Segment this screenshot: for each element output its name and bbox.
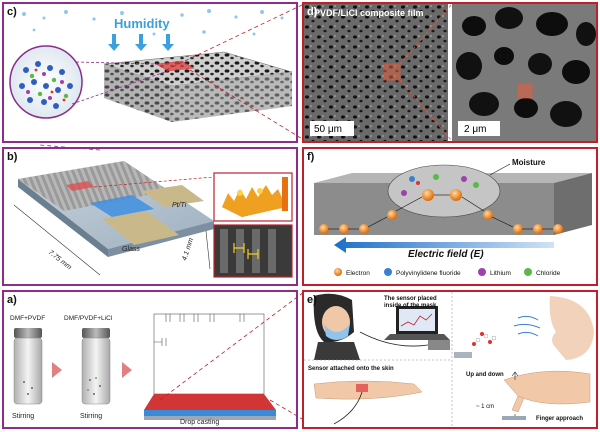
- mask-note-line1: The sensor placed: [384, 296, 437, 302]
- panel-d-label: d): [307, 6, 318, 18]
- measurement-box: [359, 331, 450, 350]
- legend-electron: Electron: [346, 270, 370, 277]
- face-breathing: [454, 296, 594, 360]
- sem-high-magnification: 2 μm: [452, 4, 596, 141]
- panel-e-label: e): [307, 294, 317, 306]
- step2-solution-label: DMF/PVDF+LiCl: [64, 315, 113, 322]
- dimension-x-label: 7.75 mm: [47, 249, 73, 271]
- legend-lithium: Lithium: [490, 270, 511, 277]
- afm-inset: [213, 172, 293, 222]
- sem-electrode-inset: [213, 224, 293, 278]
- step1-solution-label: DMF+PVDF: [10, 315, 45, 322]
- electric-field-arrow: [334, 237, 554, 253]
- panel-a: DMF+PVDF Stirring DMF/PVDF+LiCl Stirring: [2, 290, 298, 429]
- moisture-label: Moisture: [512, 158, 546, 167]
- sem-title: PVDF/LiCl composite film: [314, 8, 424, 18]
- porous-film-block: [103, 51, 293, 122]
- panel-d: 50 μm 2 μm PVDF/LiCl composite film d): [302, 2, 598, 143]
- process-arrow-2: [122, 362, 132, 378]
- film-slab: [314, 164, 592, 235]
- legend: Electron Polyvinylidene fluoride Lithium…: [334, 268, 561, 277]
- hand-finger: [502, 370, 591, 420]
- electron-carriers: [319, 189, 563, 234]
- legend-chloride-icon: [524, 268, 532, 276]
- pt-ti-label: Pt/Ti: [172, 202, 187, 209]
- electrode-substrate: [18, 161, 214, 257]
- molecular-zoom-circle: [9, 45, 83, 119]
- panel-b: Pt/Ti Glass 7.75 mm 4.1 mm b): [2, 147, 298, 286]
- panel-b-illustration: Pt/Ti Glass 7.75 mm 4.1 mm: [13, 161, 293, 278]
- finger-note: Finger approach: [536, 416, 583, 422]
- panel-a-illustration: DMF+PVDF Stirring DMF/PVDF+LiCl Stirring: [10, 313, 276, 426]
- humidity-arrows: [108, 34, 174, 51]
- legend-lithium-icon: [478, 268, 486, 276]
- panel-d-sem-images: 50 μm 2 μm PVDF/LiCl composite film: [304, 3, 596, 142]
- arm-with-sensor: [313, 380, 423, 425]
- panel-b-label: b): [7, 151, 18, 163]
- legend-chloride: Chloride: [536, 270, 561, 277]
- laptop: [384, 306, 450, 340]
- circuit-diagram: [153, 313, 265, 395]
- panel-e: The sensor placed inside of the mask Sen…: [302, 290, 598, 429]
- electron-hops: [328, 194, 553, 230]
- up-down-note: Up and down: [466, 372, 504, 378]
- panel-c: Humidity: [2, 2, 298, 143]
- legend-pvdf: Polyvinylidene fluoride: [396, 270, 461, 277]
- panel-f-label: f): [307, 151, 315, 163]
- dimension-y-label: 4.1 mm: [181, 237, 195, 262]
- scale-bar-2um: 2 μm: [464, 124, 486, 135]
- panel-f-mechanism: Moisture Electric field (E) Electron: [314, 158, 592, 277]
- process-arrow-1: [52, 362, 62, 378]
- moisture-pointer: [489, 163, 511, 176]
- distance-note: ~ 1 cm: [476, 404, 494, 410]
- glass-label: Glass: [122, 246, 140, 253]
- step3-action-label: Drop casting: [180, 419, 219, 426]
- panel-a-label: a): [7, 294, 17, 306]
- scale-bar-50um: 50 μm: [314, 124, 342, 135]
- mask-note-line2: inside of the mask: [384, 303, 437, 309]
- vial-1: [13, 328, 43, 405]
- sem-low-magnification: 50 μm: [304, 4, 448, 141]
- drop-cast-device: [144, 394, 276, 420]
- panel-c-illustration: Humidity: [9, 9, 293, 122]
- legend-pvdf-icon: [384, 268, 392, 276]
- humidity-label: Humidity: [114, 16, 170, 31]
- step1-action-label: Stirring: [12, 413, 34, 420]
- electric-field-label: Electric field (E): [408, 249, 484, 260]
- ion-species: [401, 174, 479, 196]
- panel-e-applications: The sensor placed inside of the mask Sen…: [304, 292, 594, 427]
- person-with-mask: [313, 293, 360, 360]
- skin-note: Sensor attached onto the skin: [308, 366, 394, 372]
- vial-2: [81, 328, 111, 405]
- panel-c-label: c): [7, 6, 17, 18]
- legend-electron-icon: [334, 268, 342, 276]
- panel-f: Moisture Electric field (E) Electron: [302, 147, 598, 286]
- step2-action-label: Stirring: [80, 413, 102, 420]
